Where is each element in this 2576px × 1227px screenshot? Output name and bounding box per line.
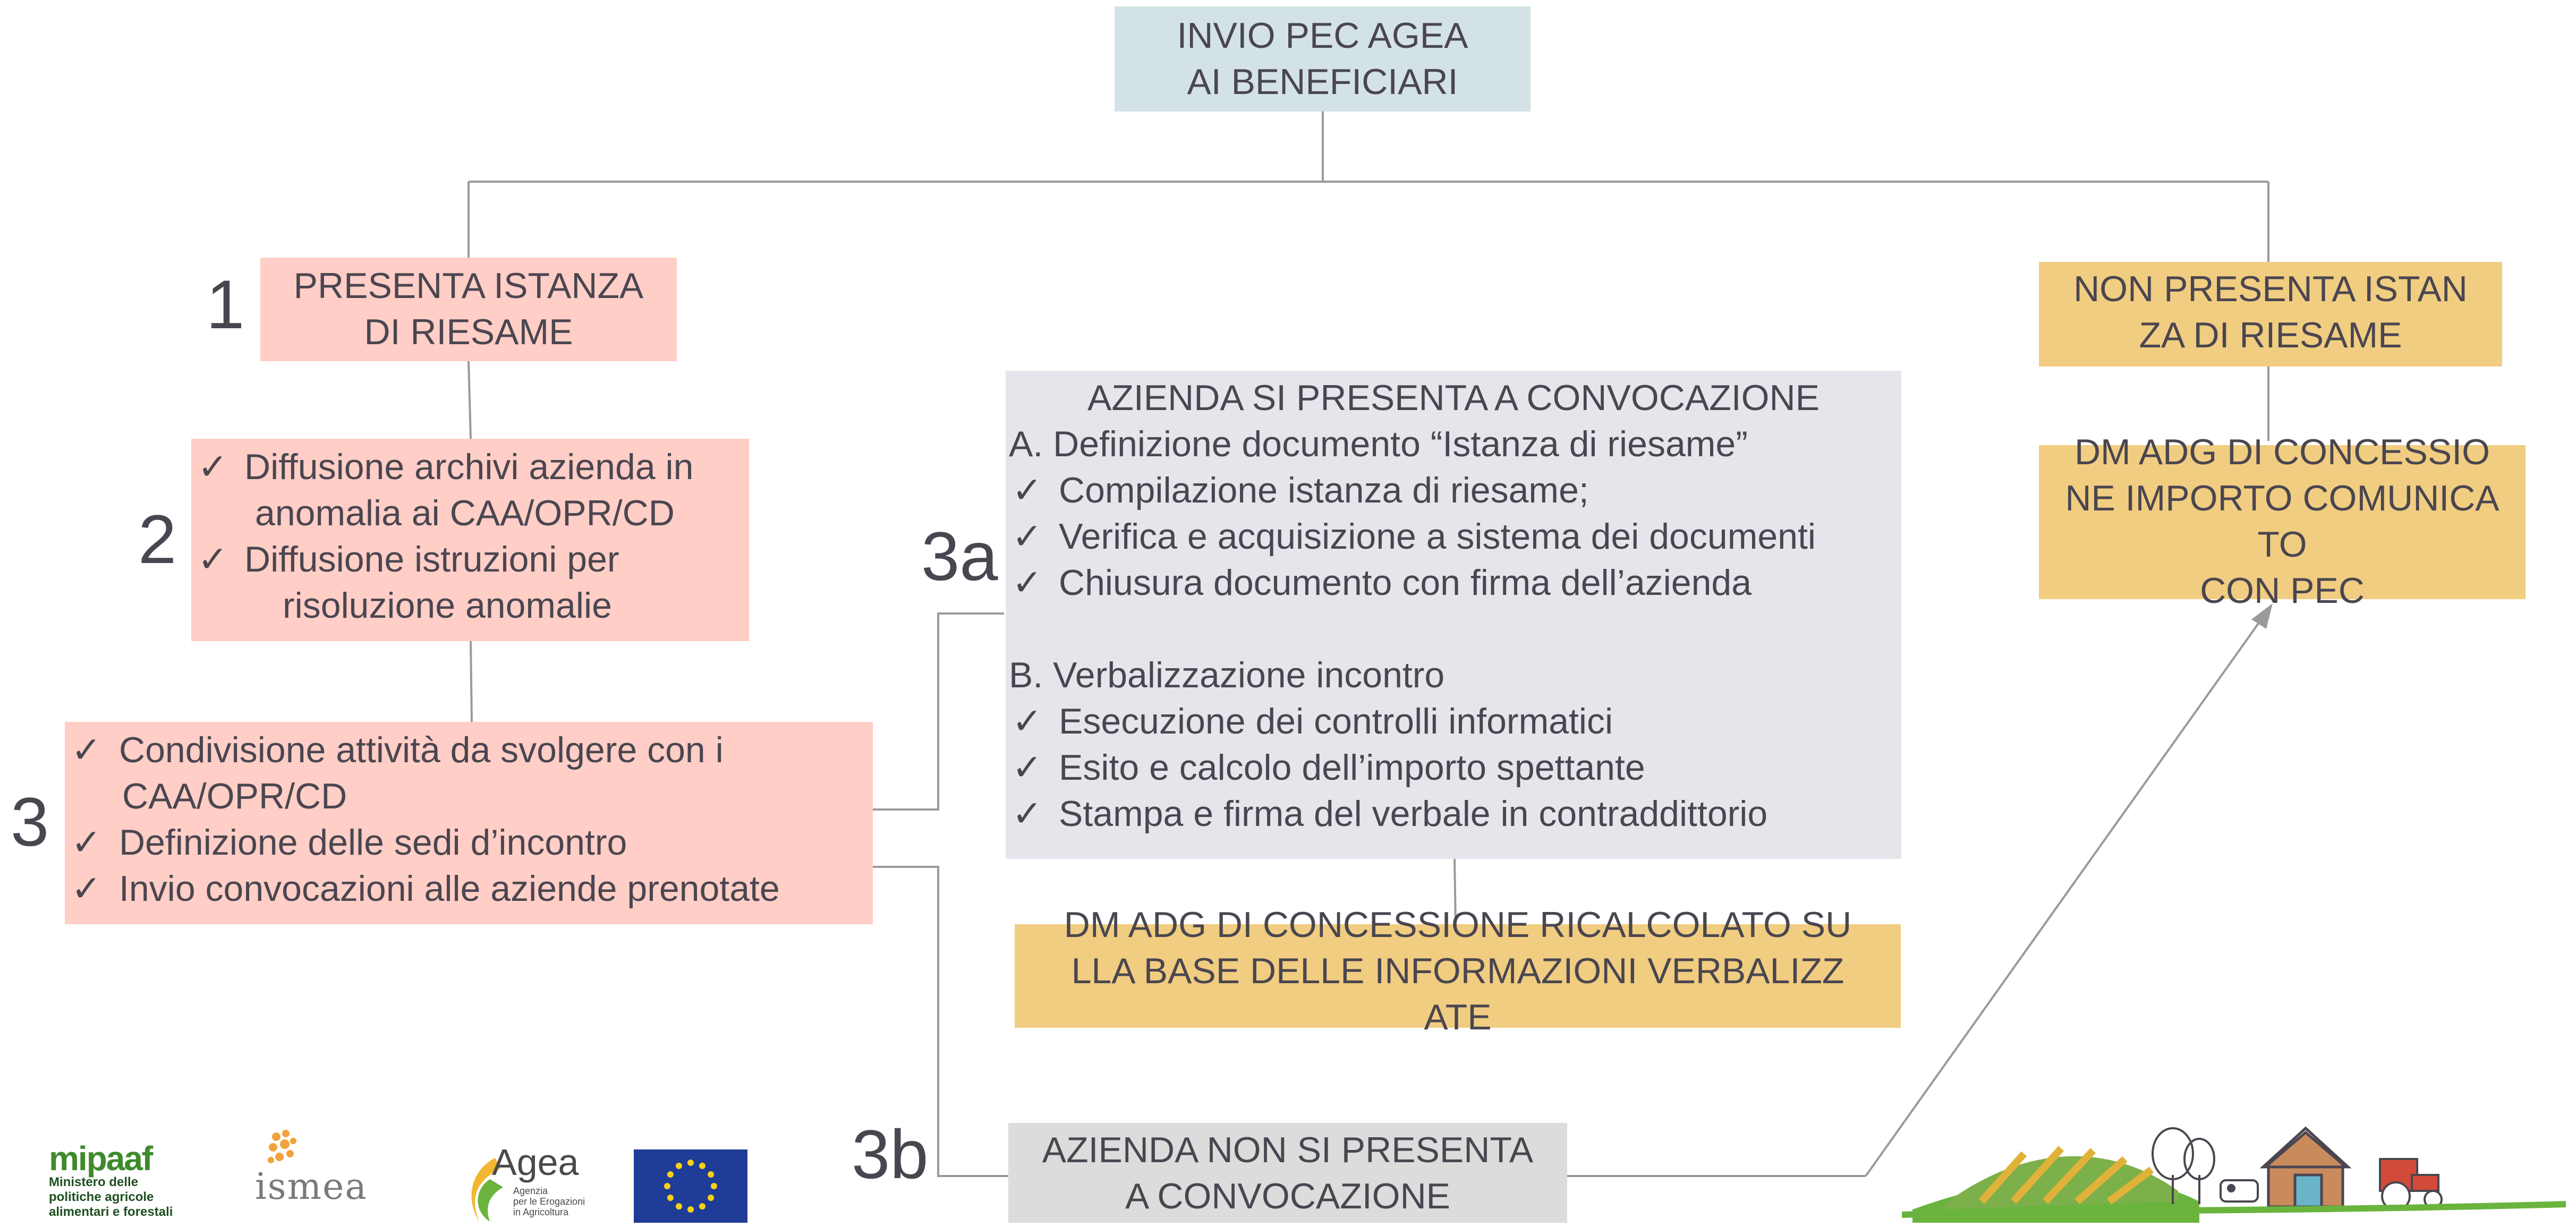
step1-box: PRESENTA ISTANZA DI RIESAME	[260, 258, 677, 361]
mipaaf-caption-3: alimentari e forestali	[49, 1205, 173, 1219]
connector-arrow-to-dm	[1865, 610, 2268, 1177]
step3a-title: AZIENDA SI PRESENTA A CONVOCAZIONE	[1087, 378, 1820, 418]
no-request-line1: NON PRESENTA ISTAN	[2073, 269, 2468, 309]
step3-box: Condivisione attività da svolgere con i …	[65, 722, 873, 924]
step3-item2-line1: Definizione delle sedi d’incontro	[119, 822, 627, 863]
step2-item2-line2: risoluzione anomalie	[283, 585, 612, 626]
ismea-logo: ismea	[255, 1126, 393, 1223]
step3b-line2: A CONVOCAZIONE	[1125, 1176, 1451, 1216]
step-number-1: 1	[206, 266, 245, 343]
step2-item1-line1: Diffusione archivi azienda in	[244, 447, 694, 487]
eu-star-icon	[676, 1162, 682, 1169]
step3a-result: DM ADG DI CONCESSIONE RICALCOLATO SU LLA…	[1015, 902, 1901, 1041]
arrow-head-icon	[2251, 603, 2273, 629]
step3a-result-line1: DM ADG DI CONCESSIONE RICALCOLATO SU	[1064, 905, 1852, 945]
mipaaf-logo: mipaaf Ministero delle politiche agricol…	[49, 1139, 208, 1220]
eu-star-icon	[687, 1206, 694, 1213]
step3-item1-line1: Condivisione attività da svolgere con i	[119, 730, 724, 770]
tractor-icon	[2379, 1158, 2443, 1211]
cow-icon	[2220, 1179, 2259, 1203]
top-box-line1: INVIO PEC AGEA	[1177, 15, 1468, 56]
dm-box: DM ADG DI CONCESSIO NE IMPORTO COMUNICA …	[2039, 429, 2526, 614]
step3a-section-b: B. Verbalizzazione incontro	[1009, 655, 1445, 695]
agea-logo: Agea Agenzia per le Erogazioni in Agrico…	[458, 1142, 596, 1223]
step3a-section-a: A. Definizione documento “Istanza di rie…	[1009, 424, 1748, 464]
step3a-box: AZIENDA SI PRESENTA A CONVOCAZIONE A. De…	[1006, 371, 1901, 859]
step3-item3-line1: Invio convocazioni alle aziende prenotat…	[119, 868, 780, 909]
mipaaf-caption-1: Ministero delle	[49, 1175, 139, 1189]
ismea-mark-icon	[268, 1130, 296, 1163]
tree-icon	[2152, 1127, 2215, 1204]
connector-step3-3a	[873, 612, 1004, 811]
step2-item1-line2: anomalia ai CAA/OPR/CD	[255, 493, 675, 533]
connector-step2-step3	[470, 641, 473, 722]
step3a-item: Compilazione istanza di riesame;	[1006, 467, 1901, 514]
step3a-result-line3: ATE	[1424, 997, 1492, 1037]
eu-star-icon	[667, 1195, 674, 1201]
top-box-line2: AI BENEFICIARI	[1187, 62, 1458, 102]
step1-line2: DI RIESAME	[364, 312, 573, 352]
step2-item: Diffusione archivi azienda in anomalia a…	[191, 444, 749, 536]
step3a-list-b: Esecuzione dei controlli informatici Esi…	[1006, 698, 1901, 837]
eu-star-icon	[699, 1162, 705, 1169]
agea-wordmark: Agea	[492, 1141, 579, 1183]
mipaaf-wordmark: mipaaf	[49, 1139, 153, 1178]
step3a-item: Stampa e firma del verbale in contraddit…	[1006, 791, 1901, 837]
eu-flag-icon	[634, 1149, 747, 1223]
step2-box: Diffusione archivi azienda in anomalia a…	[191, 439, 749, 641]
eu-star-icon	[708, 1171, 715, 1178]
connector-3a-result	[1453, 858, 1457, 924]
step3-item1-line2: CAA/OPR/CD	[122, 776, 347, 816]
top-box: INVIO PEC AGEA AI BENEFICIARI	[1115, 6, 1531, 112]
step-number-3a: 3a	[921, 517, 998, 595]
step3b-box: AZIENDA NON SI PRESENTA A CONVOCAZIONE	[1008, 1123, 1567, 1223]
step3a-list-a: Compilazione istanza di riesame; Verific…	[1006, 467, 1901, 606]
connector-step3-3b	[873, 866, 1008, 1177]
no-request-line2: ZA DI RIESAME	[2139, 315, 2402, 355]
dm-line2: NE IMPORTO COMUNICA	[2065, 478, 2500, 518]
agea-caption-1: Agenzia	[513, 1186, 548, 1196]
dm-line1: DM ADG DI CONCESSIO	[2074, 432, 2490, 472]
step-number-3: 3	[11, 783, 49, 860]
step-number-3b: 3b	[852, 1115, 929, 1193]
step1-line1: PRESENTA ISTANZA	[293, 266, 644, 306]
dm-line4: CON PEC	[2200, 570, 2365, 611]
ground-line	[1902, 1201, 2566, 1218]
step2-item: Diffusione istruzioni per risoluzione an…	[191, 536, 749, 629]
agea-caption-2: per le Erogazioni	[513, 1196, 585, 1207]
no-request-box: NON PRESENTA ISTAN ZA DI RIESAME	[2039, 262, 2502, 367]
eu-star-icon	[687, 1160, 694, 1166]
mipaaf-caption-2: politiche agricole	[49, 1190, 154, 1204]
eu-star-icon	[664, 1183, 670, 1189]
step3a-item: Verifica e acquisizione a sistema dei do…	[1006, 514, 1901, 560]
step3a-result-line2: LLA BASE DELLE INFORMAZIONI VERBALIZZ	[1071, 951, 1844, 991]
dm-box-bg	[2039, 445, 2526, 599]
step3a-result-bg	[1015, 924, 1901, 1028]
eu-star-icon	[699, 1203, 705, 1210]
agea-leaf-icon	[471, 1158, 503, 1222]
step3a-item: Chiusura documento con firma dell’aziend…	[1006, 560, 1901, 606]
eu-star-icon	[676, 1203, 682, 1210]
step3-item: Condivisione attività da svolgere con i …	[65, 727, 873, 820]
step3-item: Definizione delle sedi d’incontro	[65, 820, 873, 866]
step3a-item: Esecuzione dei controlli informatici	[1006, 698, 1901, 745]
barn-icon	[2259, 1126, 2352, 1208]
agea-caption-3: in Agricoltura	[513, 1207, 569, 1217]
ismea-wordmark: ismea	[255, 1166, 368, 1208]
eu-star-icon	[667, 1171, 674, 1178]
farm-illustration	[1902, 1126, 2566, 1223]
step3-item: Invio convocazioni alle aziende prenotat…	[65, 866, 873, 912]
eu-star-icon	[711, 1183, 717, 1189]
dm-line3: TO	[2257, 524, 2307, 565]
step3b-line1: AZIENDA NON SI PRESENTA	[1042, 1130, 1534, 1170]
step3a-item: Esito e calcolo dell’importo spettante	[1006, 745, 1901, 791]
step-number-2: 2	[138, 500, 177, 578]
eu-star-icon	[708, 1195, 715, 1201]
step2-item2-line1: Diffusione istruzioni per	[244, 539, 619, 580]
connector-step1-step2	[467, 361, 472, 439]
eu-stars	[664, 1160, 717, 1213]
